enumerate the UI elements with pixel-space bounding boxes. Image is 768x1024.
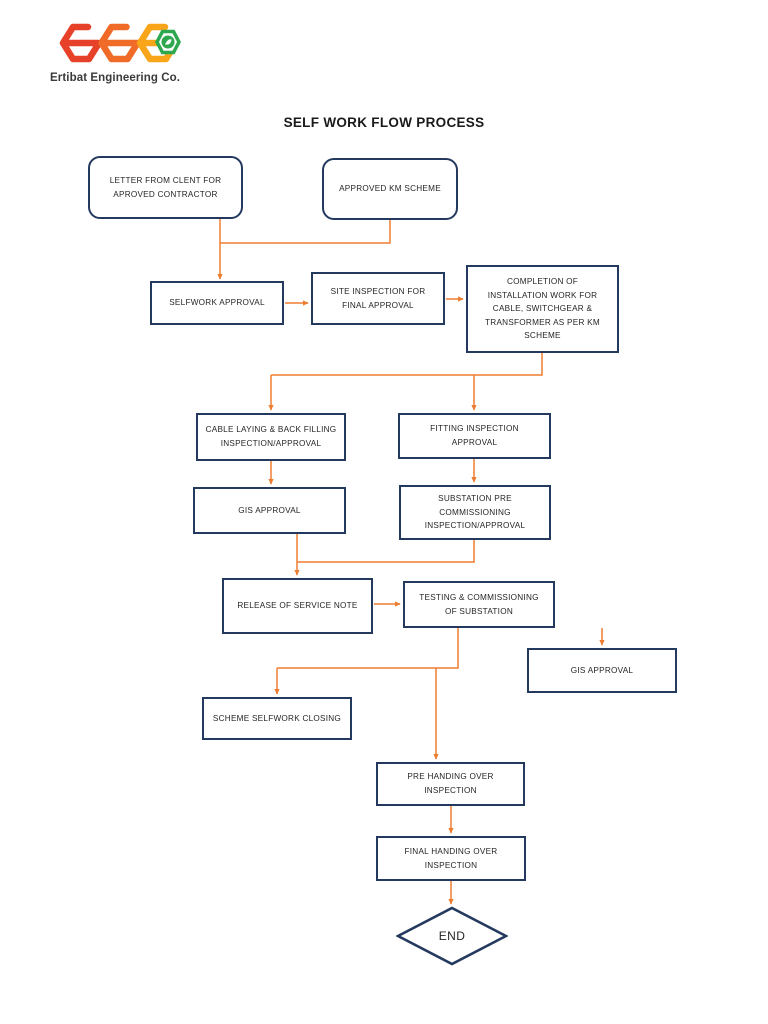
node-site-inspection[interactable]: SITE INSPECTION FOR FINAL APPROVAL [311, 272, 445, 325]
node-approved-km-scheme[interactable]: APPROVED KM SCHEME [322, 158, 458, 220]
node-completion-of-installation[interactable]: COMPLETION OF INSTALLATION WORK FOR CABL… [466, 265, 619, 353]
node-scheme-selfwork-closing[interactable]: SCHEME SELFWORK CLOSING [202, 697, 352, 740]
node-label: APPROVED KM SCHEME [339, 184, 441, 194]
node-label: FINAL HANDING OVER INSPECTION [404, 846, 498, 870]
node-final-handing-over-inspection[interactable]: FINAL HANDING OVER INSPECTION [376, 836, 526, 881]
ertibat-hexagon-logo-icon [59, 23, 181, 63]
node-label: LETTER FROM CLENT FOR APROVED CONTRACTOR [109, 175, 222, 199]
node-testing-commissioning-substation[interactable]: TESTING & COMMISSIONING OF SUBSTATION [403, 581, 555, 628]
node-fitting-inspection-approval[interactable]: FITTING INSPECTION APPROVAL [398, 413, 551, 459]
node-gis-approval-2[interactable]: GIS APPROVAL [527, 648, 677, 693]
edge-testing-to-branch [277, 628, 459, 669]
node-selfwork-approval[interactable]: SELFWORK APPROVAL [150, 281, 284, 325]
node-substation-pre-commissioning[interactable]: SUBSTATION PRE COMMISSIONING INSPECTION/… [399, 485, 551, 540]
edge-kmscheme-to-merge [220, 220, 391, 244]
node-end[interactable]: END [396, 906, 508, 966]
node-label: TESTING & COMMISSIONING OF SUBSTATION [419, 592, 539, 616]
node-release-of-service-note[interactable]: RELEASE OF SERVICE NOTE [222, 578, 373, 634]
node-pre-handing-over-inspection[interactable]: PRE HANDING OVER INSPECTION [376, 762, 525, 806]
node-label: SELFWORK APPROVAL [169, 298, 265, 308]
node-label: SCHEME SELFWORK CLOSING [212, 713, 342, 723]
node-label: SUBSTATION PRE COMMISSIONING INSPECTION/… [424, 494, 526, 531]
page-title: SELF WORK FLOW PROCESS [283, 115, 485, 130]
node-label: FITTING INSPECTION APPROVAL [430, 424, 519, 447]
node-label: COMPLETION OF INSTALLATION WORK FOR CABL… [485, 277, 600, 341]
node-label: GIS APPROVAL [570, 665, 634, 675]
edge-substation-to-merge [297, 540, 475, 563]
node-letter-from-client[interactable]: LETTER FROM CLENT FOR APROVED CONTRACTOR [88, 156, 243, 219]
node-label: END [438, 929, 466, 943]
node-label: CABLE LAYING & BACK FILLING INSPECTION/A… [205, 425, 337, 448]
company-logo: Ertibat Engineering Co. [50, 18, 250, 98]
edge-completion-to-split [271, 353, 543, 376]
node-cable-laying-back-filling[interactable]: CABLE LAYING & BACK FILLING INSPECTION/A… [196, 413, 346, 461]
diamond-shape-icon [396, 906, 508, 966]
node-label: SITE INSPECTION FOR FINAL APPROVAL [330, 286, 426, 310]
company-name: Ertibat Engineering Co. [50, 72, 181, 84]
node-gis-approval-1[interactable]: GIS APPROVAL [193, 487, 346, 534]
node-label: GIS APPROVAL [238, 505, 301, 515]
node-label: RELEASE OF SERVICE NOTE [237, 601, 358, 611]
node-label: PRE HANDING OVER INSPECTION [407, 772, 494, 795]
